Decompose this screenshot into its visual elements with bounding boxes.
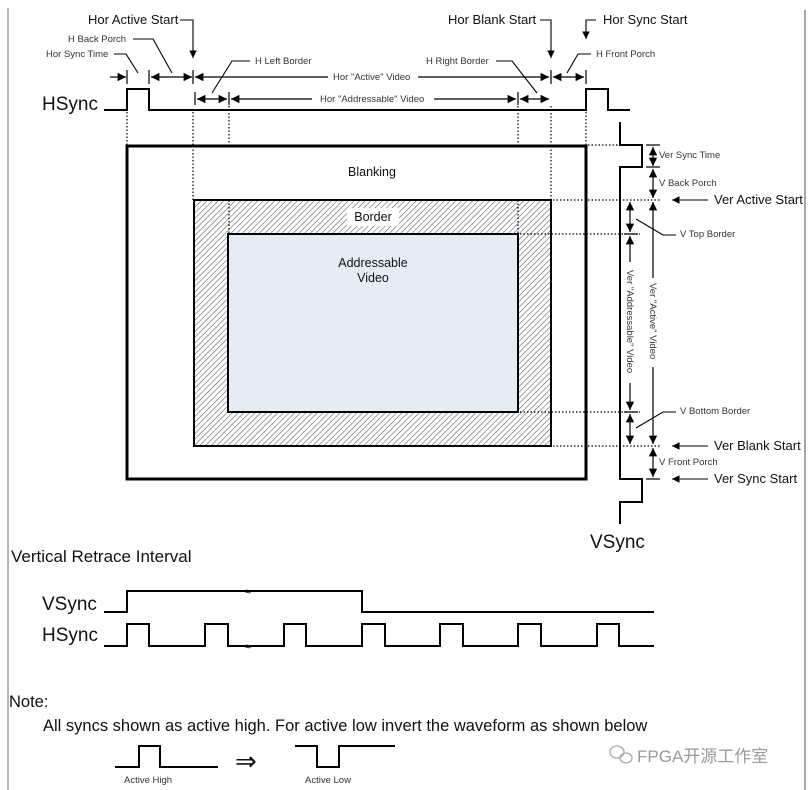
hor-blank-start-arrow [540, 19, 555, 58]
hsync-top-label: HSync [42, 94, 98, 115]
addressable-video-area [227, 233, 519, 413]
border-label-bg [347, 208, 399, 226]
hor-sync-start-label: Hor Sync Start [603, 12, 688, 27]
hor-sync-time-leader [114, 53, 139, 74]
h-right-border-leader [496, 60, 538, 94]
hsync-top-waveform [104, 88, 630, 111]
h-front-porch-leader [566, 53, 591, 74]
border-label: Border [354, 210, 392, 224]
blanking-label: Blanking [348, 165, 396, 179]
vsync-side-label: VSync [590, 532, 645, 553]
hsync-break-symbol: ≈ [245, 641, 251, 653]
ver-addr-video-label: Ver "Addressable" Video [624, 270, 635, 373]
h-right-border-label: H Right Border [426, 56, 489, 67]
wechat-icon [609, 745, 633, 764]
active-high-waveform [115, 745, 218, 768]
retrace-hsync-waveform [104, 623, 654, 647]
addressable-label-line2: Video [357, 271, 389, 285]
hor-active-video-label: Hor "Active" Video [333, 72, 410, 83]
note-heading: Note: [9, 693, 48, 711]
v-bottom-border-label: V Bottom Border [680, 406, 750, 417]
hor-addr-video-label: Hor "Addressable" Video [320, 94, 424, 105]
active-low-label: Active Low [305, 775, 351, 786]
retrace-title: Vertical Retrace Interval [11, 547, 191, 566]
hor-active-start-arrow [180, 19, 197, 58]
vsync-break-symbol: ≈ [245, 586, 251, 598]
v-back-porch-label: V Back Porch [659, 178, 717, 189]
h-left-border-label: H Left Border [255, 56, 312, 67]
hor-active-start-label: Hor Active Start [88, 12, 179, 27]
v-top-border-leader [635, 218, 676, 236]
hor-sync-start-arrow [582, 19, 596, 39]
retrace-vsync-label: VSync [42, 594, 97, 615]
ver-active-start-label: Ver Active Start [714, 192, 803, 207]
note-text: All syncs shown as active high. For acti… [43, 717, 647, 735]
v-front-porch-label: V Front Porch [659, 457, 718, 468]
hor-sync-time-label: Hor Sync Time [46, 49, 108, 60]
v-bottom-border-leader [635, 411, 676, 429]
ver-blank-start-label: Ver Blank Start [714, 438, 801, 453]
active-low-waveform [295, 745, 395, 768]
v-top-border-label: V Top Border [680, 229, 735, 240]
ver-sync-time-label: Ver Sync Time [659, 150, 720, 161]
hor-blank-start-label: Hor Blank Start [448, 12, 537, 27]
retrace-hsync-label: HSync [42, 625, 98, 646]
ver-active-video-label: Ver "Active" Video [647, 283, 658, 359]
invert-arrow-icon: ⇒ [235, 746, 257, 776]
vsync-side-waveform [619, 122, 643, 524]
active-high-label: Active High [124, 775, 172, 786]
h-left-border-leader [211, 60, 250, 94]
h-back-porch-label: H Back Porch [68, 34, 126, 45]
h-back-porch-leader [133, 38, 173, 74]
watermark-text: FPGA开源工作室 [637, 747, 768, 766]
h-front-porch-label: H Front Porch [596, 49, 655, 60]
addressable-label-line1: Addressable [338, 256, 408, 270]
retrace-vsync-waveform [104, 590, 654, 613]
ver-sync-start-label: Ver Sync Start [714, 471, 797, 486]
